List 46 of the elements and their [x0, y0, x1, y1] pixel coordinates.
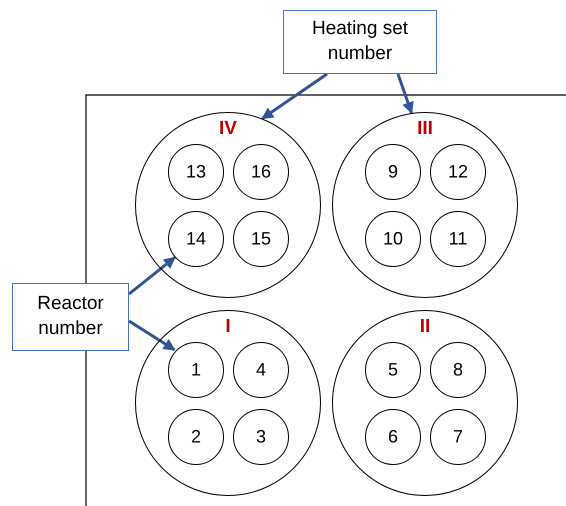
heating-set-label: I	[225, 316, 231, 338]
heating-set-label: II	[420, 316, 430, 338]
reactor-circle	[233, 342, 289, 398]
reactor-number: 12	[448, 162, 468, 182]
arrow	[128, 320, 176, 352]
arrow	[128, 256, 176, 296]
reactor-number: 11	[448, 228, 468, 250]
heating-set-circle	[135, 310, 321, 496]
reactor-circle	[233, 211, 289, 267]
reactor-number: 6	[388, 426, 398, 448]
reactor-circle	[233, 409, 289, 465]
reactor-circle	[168, 144, 224, 200]
reactor-number: 13	[186, 162, 206, 182]
reactor-number: 14	[186, 228, 206, 250]
heating-set-label: IV	[219, 118, 237, 140]
reactor-circle	[233, 144, 289, 200]
reactor-number: 4	[256, 360, 266, 380]
reactor-number: 15	[250, 228, 272, 250]
heating-set-circle	[135, 112, 321, 298]
heating-set-circle	[332, 310, 518, 496]
reactor-circle	[365, 342, 421, 398]
callout-box: Heating set number	[283, 10, 437, 74]
reactor-circle	[430, 342, 486, 398]
heating-set-circle	[332, 112, 518, 298]
reactor-circle	[365, 409, 421, 465]
reactor-number: 10	[382, 228, 404, 250]
reactor-circle	[430, 409, 486, 465]
reactor-number: 8	[453, 360, 463, 380]
reactor-circle	[430, 144, 486, 200]
arrow	[261, 72, 328, 120]
callout-box: Reactor number	[12, 283, 129, 351]
reactor-number: 7	[453, 426, 463, 448]
reactor-circle	[430, 211, 486, 267]
reactor-circle	[365, 211, 421, 267]
reactor-circle	[168, 211, 224, 267]
reactor-number: 9	[388, 162, 398, 182]
reactor-circle	[365, 144, 421, 200]
reactor-number: 2	[191, 426, 201, 448]
reactor-number: 1	[191, 360, 201, 380]
reactor-circle	[168, 342, 224, 398]
heating-set-label: III	[417, 118, 433, 140]
reactor-circle	[168, 409, 224, 465]
reactor-number: 16	[250, 162, 272, 182]
reactor-number: 3	[256, 426, 266, 448]
arrow	[396, 74, 414, 114]
reactor-number: 5	[388, 360, 398, 380]
